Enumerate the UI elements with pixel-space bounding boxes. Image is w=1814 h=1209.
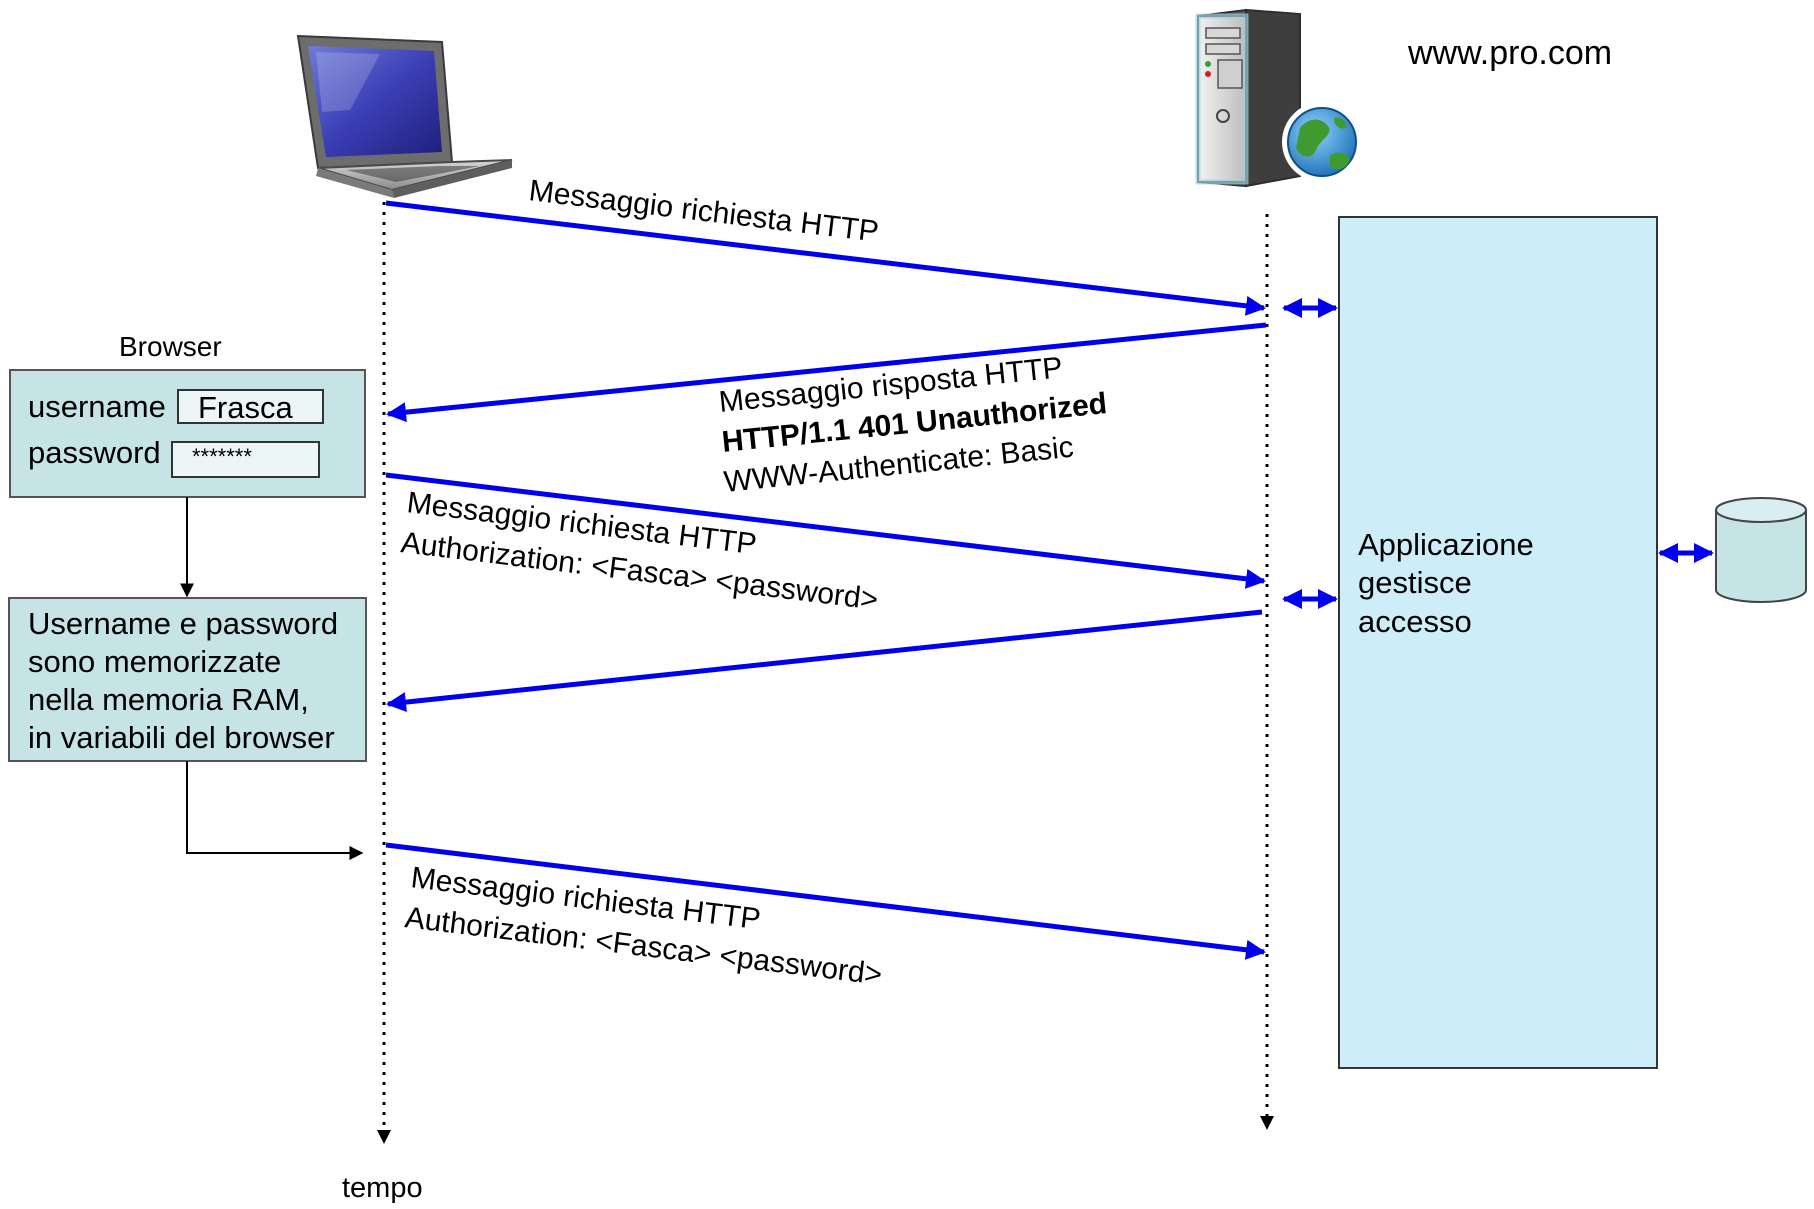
request-arrow-1 (385, 200, 1266, 316)
response-arrow-401 (386, 322, 1267, 423)
server-hostname: www.pro.com (1407, 34, 1612, 72)
timeline-label: tempo (342, 1172, 423, 1204)
browser-login-panel: username Frasca password ******* (9, 369, 366, 498)
request-arrow-auth (385, 472, 1266, 589)
request-arrow-auth-2 (385, 842, 1266, 960)
browser-title: Browser (119, 331, 222, 362)
memory-note-box: Username e password sono memorizzate nel… (8, 597, 367, 762)
server-lifeline-arrowhead (1260, 1116, 1274, 1130)
database-icon (1715, 497, 1807, 603)
application-line-3: accesso (1358, 604, 1472, 639)
application-box: Applicazione gestisce accesso (1338, 216, 1658, 1069)
memory-note-line-4: in variabili del browser (28, 720, 335, 755)
laptop-icon (296, 34, 513, 198)
memory-note-line-3: nella memoria RAM, (28, 682, 309, 717)
application-line-2: gestisce (1358, 565, 1472, 600)
password-field[interactable] (171, 441, 320, 478)
memory-note-line-2: sono memorizzate (28, 644, 281, 679)
server-globe-icon (1195, 8, 1362, 188)
password-label: password (28, 435, 161, 470)
application-line-1: Applicazione (1358, 527, 1534, 562)
client-lifeline-arrowhead (377, 1130, 391, 1144)
request-1-label: Messaggio richiesta HTTP (527, 174, 880, 248)
username-field[interactable] (177, 389, 324, 424)
username-value: Frasca (198, 390, 294, 425)
response-arrow-2 (386, 609, 1263, 713)
memory-note-line-1: Username e password (28, 606, 338, 641)
password-value: ******* (192, 444, 252, 469)
memory-to-lifeline-arrow (186, 761, 364, 860)
username-label: username (28, 389, 166, 424)
